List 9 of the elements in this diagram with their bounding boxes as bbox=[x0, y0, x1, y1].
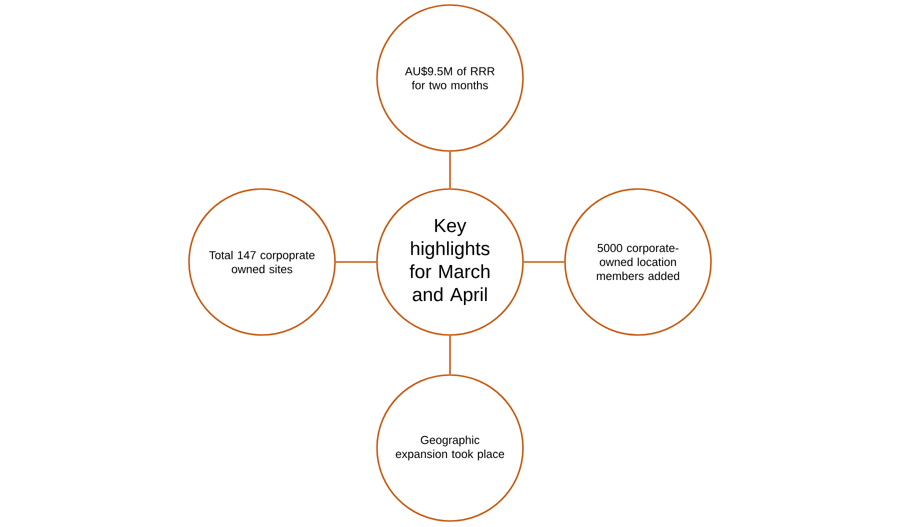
connector-line bbox=[336, 261, 376, 263]
circle-node: Geographic expansion took place bbox=[376, 374, 524, 522]
circle-node: AU$9.5M of RRR for two months bbox=[376, 4, 524, 152]
connector-line bbox=[449, 152, 451, 188]
circle-node: Key highlights for March and April bbox=[376, 188, 524, 336]
connector-line bbox=[524, 261, 564, 263]
connector-line bbox=[449, 336, 451, 374]
circle-node: 5000 corporate-owned location members added bbox=[564, 188, 712, 336]
circle-node: Total 147 corpoprate owned sites bbox=[188, 188, 336, 336]
